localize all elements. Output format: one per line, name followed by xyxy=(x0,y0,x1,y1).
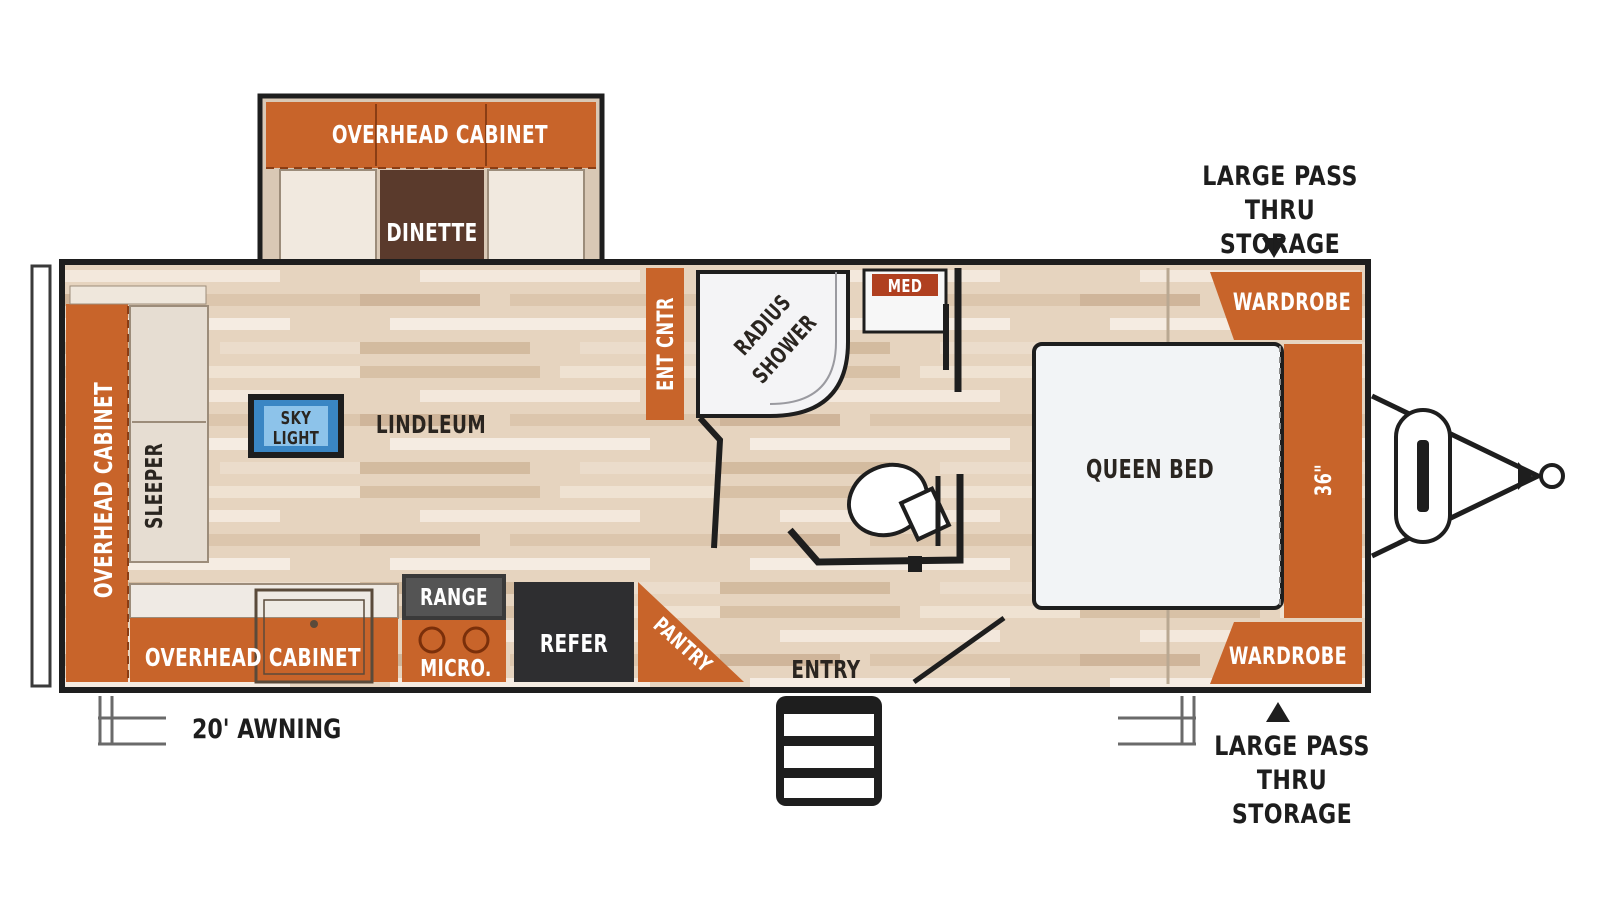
wardrobe-bottom xyxy=(1210,622,1362,684)
rear-bumper xyxy=(30,264,52,688)
awning-label: 20' AWNING xyxy=(192,714,342,745)
sink xyxy=(254,588,374,684)
dinette-label: DINETTE xyxy=(386,219,477,247)
micro-label: MICRO. xyxy=(420,654,492,681)
sleeper-sofa xyxy=(129,305,209,563)
overhead-cabinet-top xyxy=(266,102,596,168)
side-cabinet xyxy=(1284,344,1362,618)
overhead-cabinet-bottom-label: OVERHEAD CABINET xyxy=(145,644,361,672)
bathroom: RADIUS SHOWER MED xyxy=(696,268,964,572)
refer-label: REFER xyxy=(540,630,608,658)
hitch xyxy=(1370,393,1565,559)
awning-bracket-right xyxy=(1118,696,1196,746)
sleeper-label: SLEEPER xyxy=(140,443,167,529)
storage-callout-bottom: LARGE PASS THRU STORAGE xyxy=(1194,730,1391,832)
refrigerator xyxy=(514,582,634,682)
burner-icon xyxy=(462,626,490,654)
arrow-down-icon xyxy=(1262,238,1286,258)
coupler xyxy=(1539,463,1565,489)
entry-steps xyxy=(776,696,882,806)
queen-bed xyxy=(1032,342,1284,610)
microwave xyxy=(402,620,506,682)
skylight: SKY LIGHT xyxy=(248,394,344,458)
kitchen: OVERHEAD CABINET RANGE MICRO. REFER PANT… xyxy=(129,574,744,684)
bedroom: WARDROBE WARDROBE 36" QUEEN BED xyxy=(1032,268,1362,684)
entry: ENTRY xyxy=(776,615,1006,806)
storage-bottom-line1: LARGE PASS xyxy=(1214,731,1370,762)
wardrobe-bottom-label: WARDROBE xyxy=(1229,643,1347,670)
wardrobe-top-label: WARDROBE xyxy=(1233,289,1351,316)
radius-shower xyxy=(696,270,850,418)
entry-label: ENTRY xyxy=(791,656,861,684)
rear-area: OVERHEAD CABINET SLEEPER xyxy=(66,285,209,682)
pantry xyxy=(638,582,744,682)
storage-top-line1: LARGE PASS xyxy=(1202,161,1358,192)
wardrobe-top xyxy=(1210,272,1362,340)
storage-bottom-line2: THRU STORAGE xyxy=(1231,765,1353,830)
storage-top-line2: THRU STORAGE xyxy=(1219,195,1341,260)
light-label: LIGHT xyxy=(273,428,320,449)
entertainment-center: ENT CNTR xyxy=(646,268,684,420)
lindleum-label: LINDLEUM xyxy=(376,411,486,439)
ent-cntr-label: ENT CNTR xyxy=(652,297,678,391)
awning-bracket-left xyxy=(98,696,166,746)
arrow-up-icon xyxy=(1266,702,1290,722)
overhead-cabinet-top-label: OVERHEAD CABINET xyxy=(332,121,548,149)
overhead-cabinet-left xyxy=(66,304,128,682)
storage-callout-top: LARGE PASS THRU STORAGE xyxy=(1182,160,1379,262)
med-label: MED xyxy=(888,276,923,297)
side-tv-label: 36" xyxy=(1310,464,1336,496)
queen-bed-label: QUEEN BED xyxy=(1086,454,1214,485)
burner-icon xyxy=(418,626,446,654)
range-label: RANGE xyxy=(420,583,488,610)
overhead-cabinet-left-label: OVERHEAD CABINET xyxy=(90,382,118,598)
sky-label: SKY xyxy=(281,408,312,429)
